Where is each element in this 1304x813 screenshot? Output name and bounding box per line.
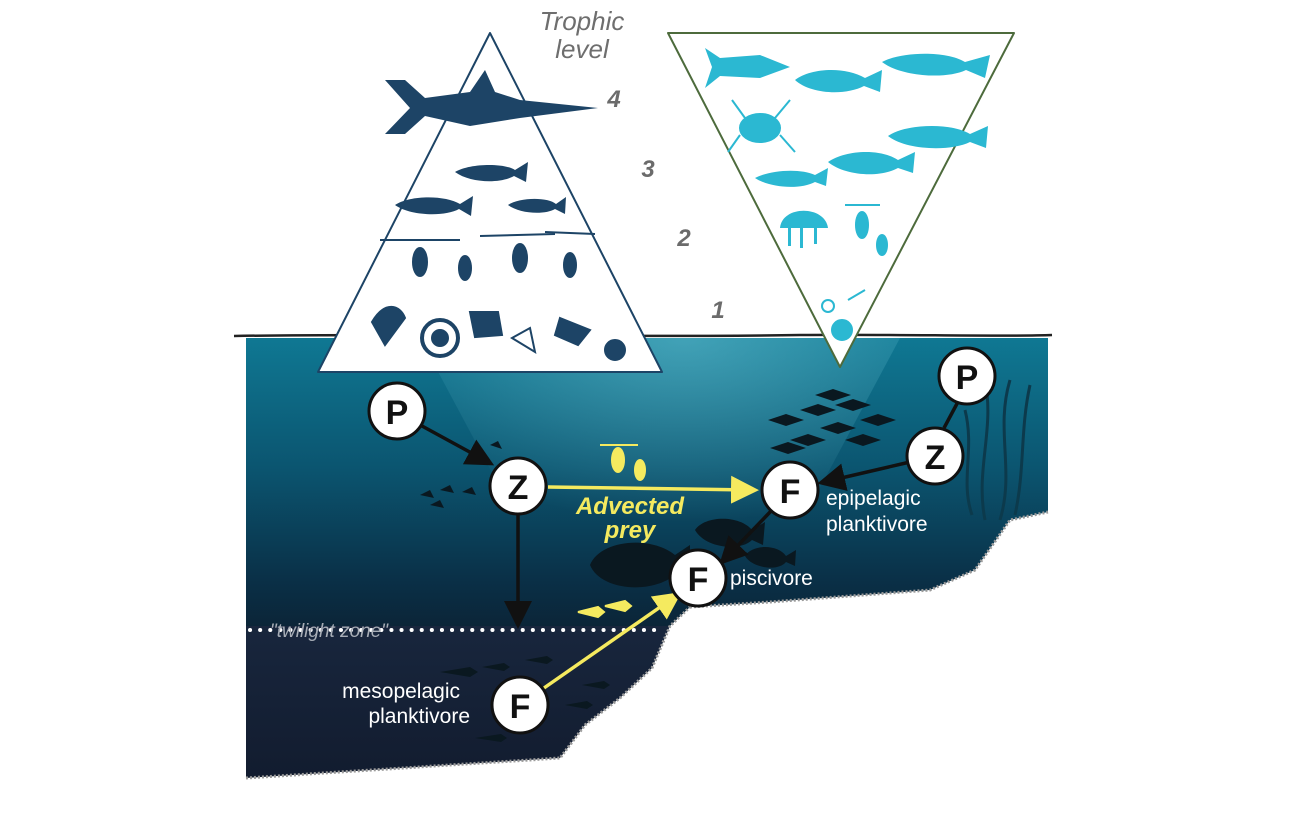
twilight-zone-label: "twilight zone" (270, 621, 389, 642)
swordfish-icon (385, 70, 598, 134)
ocean (233, 333, 1053, 780)
copepod-icon (380, 231, 596, 281)
seafloor-shelf (689, 510, 1049, 609)
trophic-pyramid-left (317, 32, 663, 373)
node-z-right: Z (905, 426, 965, 486)
deep-ocean-water (246, 626, 670, 778)
trophic-title-line1: Trophic (540, 6, 625, 36)
arrow-advected-prey (547, 475, 759, 504)
small-fish-icon (395, 162, 566, 216)
trophic-level-axis: Trophic level 4 3 2 1 (540, 6, 725, 324)
fish-silhouettes (420, 389, 896, 742)
node-p-left: P (367, 381, 427, 441)
epipelagic-label-line2: planktivore (826, 513, 928, 536)
trophic-level-2: 2 (676, 225, 691, 252)
node-p-right-label: P (956, 359, 979, 397)
node-f-piscivore: F (668, 548, 728, 608)
arrow-z-to-f-epi (817, 460, 911, 491)
crab-icon (727, 99, 796, 153)
advected-prey-label-line2: prey (604, 517, 657, 544)
kelp-icon (963, 379, 1032, 521)
seafloor-deep (245, 605, 692, 780)
mesopelagic-label-line1: mesopelagic (342, 680, 460, 703)
phytoplankton-icon (370, 305, 626, 361)
node-z-left: Z (488, 456, 548, 516)
mesopelagic-label-line2: planktivore (368, 705, 470, 728)
epipelagic-label-line1: epipelagic (826, 487, 921, 510)
jellyfish-icon (780, 210, 828, 248)
trophic-level-4: 4 (606, 86, 620, 113)
zooplankton-icon (821, 204, 888, 341)
trophic-level-1: 1 (711, 297, 724, 324)
trophic-title-line2: level (555, 34, 610, 64)
piscivore-label: piscivore (730, 567, 813, 590)
grouper-icon (590, 542, 690, 588)
fish-school-icon (768, 389, 896, 454)
node-z-left-label: Z (508, 469, 529, 507)
food-web-arrows (421, 397, 962, 690)
arrow-meso-to-pisc (542, 591, 682, 690)
node-p-left-label: P (386, 394, 409, 432)
node-z-right-label: Z (925, 439, 946, 477)
node-f-mesopelagic-label: F (510, 688, 531, 726)
advected-prey-label-line1: Advected (575, 493, 685, 520)
node-f-epipelagic-label: F (780, 473, 801, 511)
light-rays (420, 338, 900, 600)
node-f-piscivore-label: F (688, 561, 709, 599)
advected-prey-icon (577, 444, 646, 619)
arrow-f-epi-to-pisc (719, 508, 774, 566)
node-f-epipelagic: F (760, 460, 820, 520)
node-p-right: P (937, 346, 997, 406)
grouper-icon (745, 547, 796, 568)
node-f-mesopelagic: F (490, 675, 550, 735)
trophic-level-3: 3 (641, 156, 655, 183)
fish-school-icon (705, 48, 990, 187)
trophic-pyramid-inverted (667, 32, 1015, 368)
arrow-p-to-z-left (421, 424, 495, 466)
